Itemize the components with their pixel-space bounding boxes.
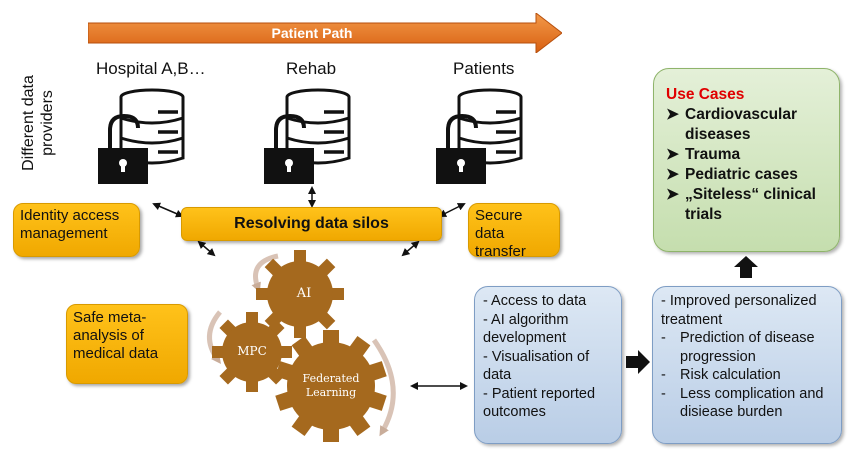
provider-label-rehab: Rehab [286,59,337,78]
gear-label-federated-line2: Learning [305,386,357,399]
list-item-text: Less complication and disiease burden [680,385,824,421]
list-item: - Less complication and disiease burden [661,385,833,422]
use-cases-title: Use Cases [666,86,745,103]
list-item-text: Pediatric cases [685,166,798,183]
treatment-list: - Prediction of disease progression - Ri… [661,329,833,422]
dash-bullet: - [661,367,666,383]
use-cases-list: ➤ Cardiovascular diseases ➤ Trauma ➤ Ped… [666,105,829,225]
list-item: ➤ Pediatric cases [666,165,829,185]
resolving-silos-box: Resolving data silos [181,207,442,241]
arrow-bullet-icon: ➤ [666,106,679,123]
list-item: - Prediction of disease progression [661,329,833,366]
patient-path-label: Patient Path [271,25,353,41]
treatment-heading: - Improved personalized treatment [661,293,817,328]
treatment-box: - Improved personalized treatment - Pred… [652,286,842,444]
arrow-bullet-icon: ➤ [666,186,679,203]
arrow-bullet-icon: ➤ [666,166,679,183]
database-lock-icon [264,88,351,184]
database-lock-icon [98,88,185,184]
list-item-text: „Siteless“ clinical trials [685,186,816,223]
identity-access-box: Identity access management [13,203,140,257]
gear-cluster [207,250,396,442]
patient-path-arrow: Patient Path [87,11,563,55]
gear-label-mpc: MPC [237,344,267,358]
list-item-text: Cardiovascular diseases [685,106,797,143]
database-lock-icon [436,88,523,184]
list-item: - AI algorithm development [483,311,569,347]
provider-label-patients: Patients [453,59,515,78]
list-item: ➤ Cardiovascular diseases [666,105,829,145]
list-item: - Visualisation of data [483,348,590,384]
meta-analysis-box: Safe meta-analysis of medical data [66,304,188,384]
dash-bullet: - [661,330,666,346]
arrow-icon [87,11,563,55]
list-item: - Risk calculation [661,366,833,385]
gear-icon [256,250,344,338]
gear-label-federated-line1: Federated [302,372,360,385]
access-box: - Access to data - AI algorithm developm… [474,286,622,444]
gear-label-federated: Federated Learning [296,372,366,400]
gear-icon [275,330,387,442]
list-item-text: Prediction of disease progression [680,330,815,365]
arrow-bullet-icon: ➤ [666,146,679,163]
use-cases-box: Use Cases ➤ Cardiovascular diseases ➤ Tr… [653,68,840,252]
list-item: - Access to data [483,293,587,309]
arrow-icon [734,256,758,278]
list-item-text: Risk calculation [680,367,781,383]
secure-transfer-box: Secure data transfer [468,203,560,260]
access-list: - Access to data - AI algorithm developm… [483,292,613,422]
list-item-text: Trauma [685,146,741,163]
list-item: ➤ Trauma [666,145,829,165]
gear-label-ai: AI [296,286,312,301]
list-item: ➤ „Siteless“ clinical trials [666,185,829,225]
dash-bullet: - [661,385,666,402]
gear-icon [212,312,292,392]
list-item: - Patient reported outcomes [483,385,596,421]
provider-label-hospital: Hospital A,B… [96,59,206,78]
arrow-icon [626,350,650,374]
